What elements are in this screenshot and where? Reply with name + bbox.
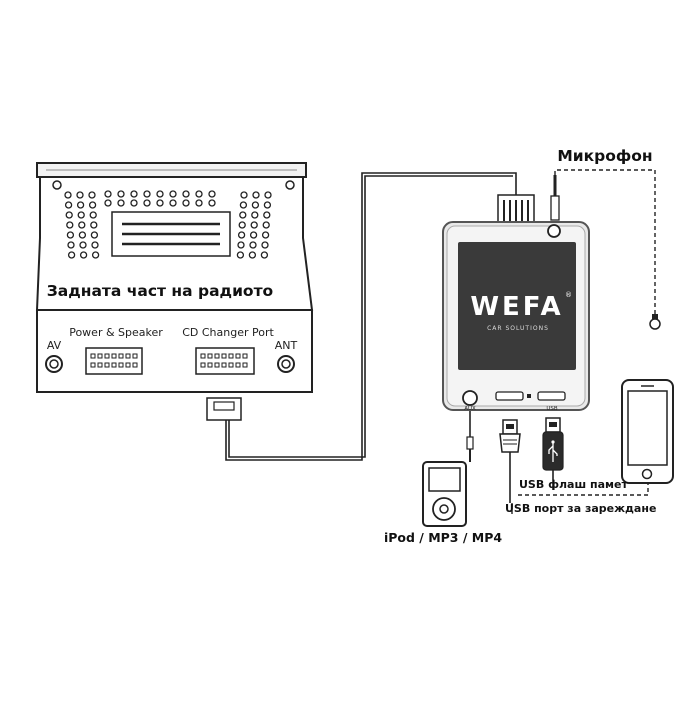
cd-changer-plug [206, 397, 242, 421]
aux-port-label: AUX [464, 406, 476, 412]
brand-logo: WEFA [470, 292, 563, 322]
power-speaker-label: Power & Speaker [69, 326, 163, 339]
usb-charge-label: USB порт за зареждане [505, 502, 656, 515]
microphone-label: Микрофон [557, 147, 652, 165]
radio-unit [35, 162, 314, 393]
brand-tagline: CAR SOLUTIONS [487, 325, 549, 332]
ipod-icon [422, 436, 474, 527]
smartphone-icon [621, 379, 674, 484]
usb-port-1 [495, 391, 524, 401]
aux-port [462, 390, 478, 406]
dashed-connections [511, 169, 656, 516]
microphone-icon [649, 314, 661, 330]
usb-flash-label: USB флаш памет [519, 478, 628, 491]
ipod-label: iPod / MP3 / MP4 [384, 530, 502, 545]
radio-back-label: Задната част на радиото [47, 282, 273, 300]
cd-changer-label: CD Changer Port [182, 326, 274, 339]
usb-connector-icon [499, 419, 521, 453]
ant-label: ANT [275, 339, 298, 352]
wefa-interface-box: WEFA ® CAR SOLUTIONS AUX USB [442, 175, 590, 412]
usb-port-label: USB [546, 406, 558, 412]
screw-icon [52, 180, 62, 190]
mic-jack [547, 224, 561, 238]
usb-port-2 [537, 391, 566, 401]
av-label: AV [47, 339, 62, 352]
cables [225, 172, 554, 503]
usb-flash-drive-icon [542, 417, 564, 471]
power-speaker-connector [85, 347, 143, 375]
ventilation-holes [64, 190, 272, 259]
registered-mark: ® [565, 291, 572, 299]
cd-changer-connector [195, 347, 255, 375]
screw-icon [285, 180, 295, 190]
